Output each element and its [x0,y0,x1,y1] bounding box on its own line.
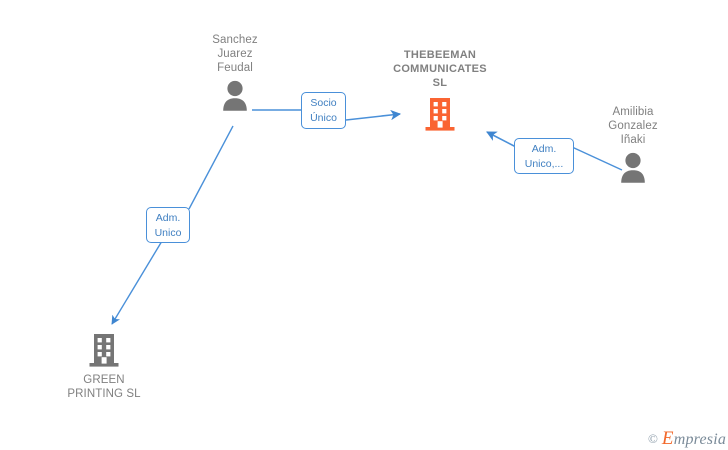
node-sanchez-juarez-feudal[interactable]: Sanchez Juarez Feudal [180,33,290,111]
edge-line-admunico2-to-thebeeman [486,131,517,148]
person-icon[interactable] [616,151,650,183]
person-icon-wrap-sanchez [180,79,290,111]
edge-label-adm-unico-green[interactable]: Adm. Unico [146,207,190,243]
node-label-sanchez: Sanchez Juarez Feudal [212,34,258,74]
company-building-icon[interactable] [424,96,456,132]
edge-line-admunico-to-green [111,240,163,325]
company-building-icon[interactable] [88,332,120,368]
copyright-icon: © [648,431,658,446]
node-amilibia-gonzalez-inaki[interactable]: Amilibia Gonzalez Iñaki [578,105,688,183]
node-label-amilibia: Amilibia Gonzalez Iñaki [608,106,658,146]
watermark-brand-initial: E [661,428,674,449]
node-label-thebeeman: THEBEEMAN COMMUNICATES SL [393,49,487,89]
edge-line-sanchez-to-admunico [188,125,234,210]
node-thebeeman-communicates-sl[interactable]: THEBEEMAN COMMUNICATES SL [378,48,502,132]
edge-label-adm-unico-thebeeman[interactable]: Adm. Unico,... [514,138,574,174]
watermark-brand: Empresia [662,428,726,450]
node-label-green: GREEN PRINTING SL [67,374,141,400]
watermark-empresia: © Empresia [648,428,726,450]
person-icon-wrap-amilibia [578,151,688,183]
watermark-brand-rest: mpresia [673,431,727,448]
node-green-printing-sl[interactable]: GREEN PRINTING SL [44,332,164,401]
person-icon[interactable] [218,79,252,111]
company-icon-wrap-thebeeman [378,96,502,132]
company-icon-wrap-green [44,332,164,368]
edge-label-socio-unico[interactable]: Socio Único [301,92,346,129]
